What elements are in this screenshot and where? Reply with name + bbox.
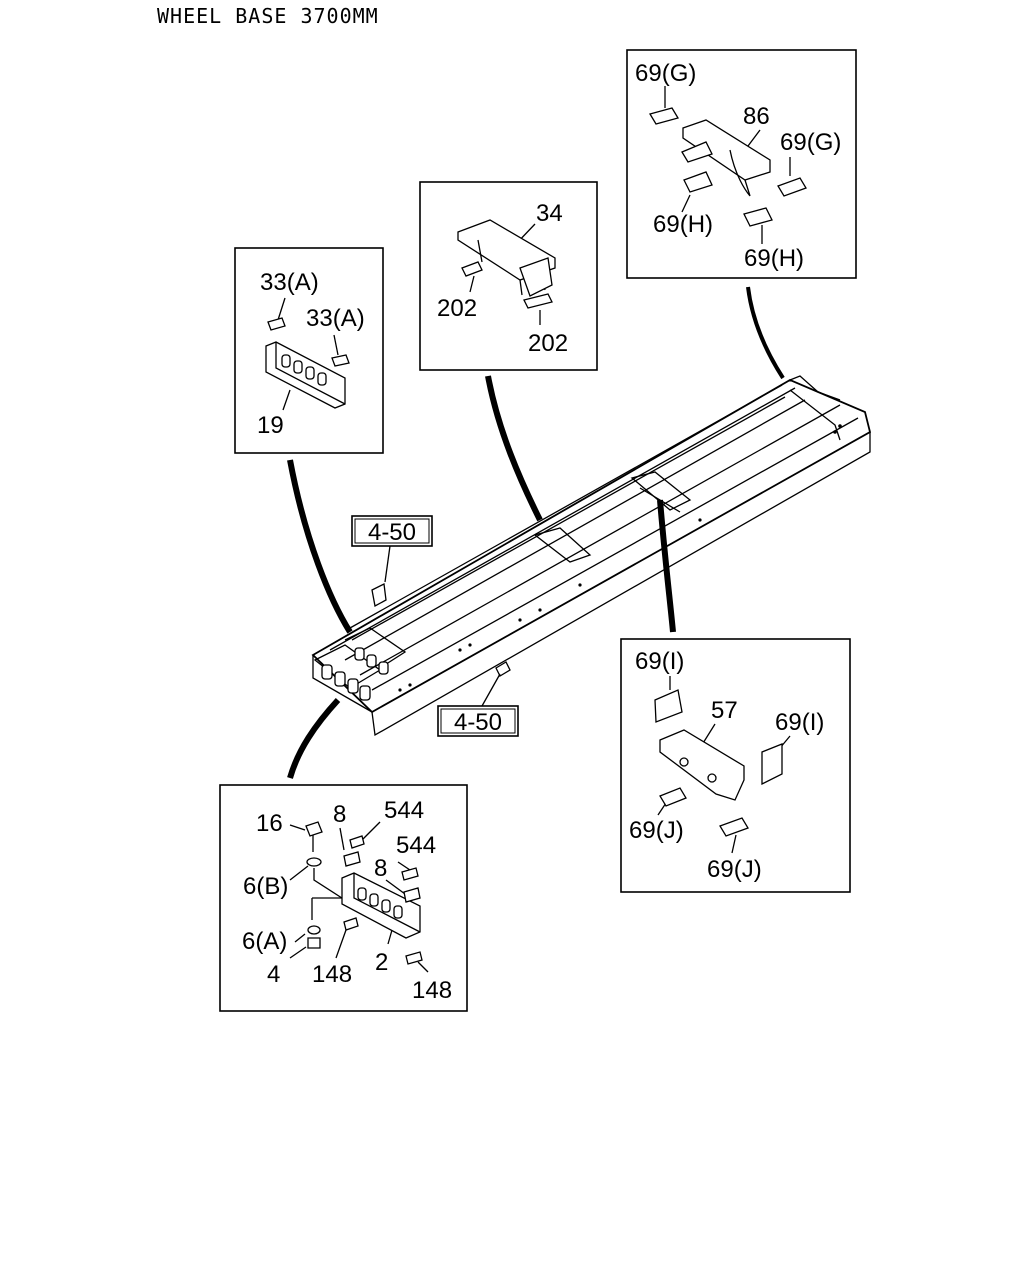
callout-544-1: 544 bbox=[384, 797, 424, 824]
washer-6a bbox=[307, 925, 321, 935]
callout-8-2: 8 bbox=[374, 855, 387, 882]
leader-34 bbox=[485, 375, 543, 522]
detail-box-57: 69(I) 57 69(I) 69(J) 69(J) bbox=[620, 638, 851, 893]
callout-4: 4 bbox=[267, 961, 280, 988]
plate-148-2 bbox=[405, 951, 423, 965]
callout-69g-2: 69(G) bbox=[780, 129, 841, 156]
washer-6b bbox=[306, 857, 322, 867]
crossmember-86 bbox=[682, 119, 771, 181]
page-title: WHEEL BASE 3700MM bbox=[157, 4, 379, 28]
callout-69j-1: 69(J) bbox=[629, 817, 684, 844]
bracket-8-1 bbox=[343, 851, 361, 867]
nut-4 bbox=[307, 937, 321, 949]
callout-69j-2: 69(J) bbox=[707, 856, 762, 883]
callout-202-2: 202 bbox=[528, 330, 568, 357]
crossmember-57 bbox=[659, 729, 745, 801]
detail-box-2: 16 8 544 544 6(B) 8 6(A) 4 148 2 148 bbox=[219, 784, 468, 1012]
bracket-33a-2 bbox=[331, 354, 350, 367]
plate-69g-2 bbox=[777, 177, 807, 197]
plate-544-1 bbox=[349, 835, 365, 849]
plate-69i-2 bbox=[761, 743, 783, 786]
bolt-16 bbox=[305, 821, 323, 837]
callout-69i-1: 69(I) bbox=[635, 648, 684, 675]
leader-57 bbox=[657, 499, 676, 633]
plate-69j-2 bbox=[719, 817, 749, 837]
plate-69h-2 bbox=[743, 207, 773, 227]
plate-69i-1 bbox=[654, 689, 683, 723]
callout-202-1: 202 bbox=[437, 295, 477, 322]
callout-6b: 6(B) bbox=[243, 873, 288, 900]
leader-86 bbox=[746, 286, 785, 380]
ref-box-lower[interactable]: 4-50 bbox=[437, 673, 519, 737]
callout-34: 34 bbox=[536, 200, 563, 227]
detail-box-86: 69(G) 86 69(G) 69(H) 69(H) bbox=[626, 49, 857, 279]
callout-33a-1: 33(A) bbox=[260, 269, 319, 296]
callout-148-1: 148 bbox=[312, 961, 352, 988]
callout-69i-2: 69(I) bbox=[775, 709, 824, 736]
leader-2 bbox=[287, 697, 341, 779]
leader-19 bbox=[287, 459, 353, 634]
bracket-33a-1 bbox=[267, 317, 286, 331]
callout-19: 19 bbox=[257, 412, 284, 439]
plate-69g-1 bbox=[649, 107, 679, 125]
callout-148-2: 148 bbox=[412, 977, 452, 1004]
plate-202-2 bbox=[523, 293, 553, 309]
plate-69h-1 bbox=[683, 171, 713, 193]
plate-202-1 bbox=[461, 261, 483, 277]
plate-148-1 bbox=[343, 917, 359, 931]
callout-2: 2 bbox=[375, 949, 388, 976]
callout-544-2: 544 bbox=[396, 832, 436, 859]
callout-86: 86 bbox=[743, 103, 770, 130]
callout-8-1: 8 bbox=[333, 801, 346, 828]
ref-box-upper[interactable]: 4-50 bbox=[351, 515, 433, 583]
detail-box-34: 34 202 202 bbox=[419, 181, 598, 371]
callout-6a: 6(A) bbox=[242, 928, 287, 955]
ref-lower-label: 4-50 bbox=[454, 709, 502, 736]
plate-544-2 bbox=[401, 867, 419, 881]
callout-69h-2: 69(H) bbox=[744, 245, 804, 272]
callout-57: 57 bbox=[711, 697, 738, 724]
callout-33a-2: 33(A) bbox=[306, 305, 365, 332]
plate-69j-1 bbox=[659, 787, 687, 807]
callout-69h-1: 69(H) bbox=[653, 211, 713, 238]
bracket-8-2 bbox=[403, 887, 421, 903]
detail-box-19: 33(A) 33(A) 19 bbox=[234, 247, 384, 454]
callout-69g-1: 69(G) bbox=[635, 60, 696, 87]
callout-16: 16 bbox=[256, 810, 283, 837]
ref-upper-label: 4-50 bbox=[368, 519, 416, 546]
